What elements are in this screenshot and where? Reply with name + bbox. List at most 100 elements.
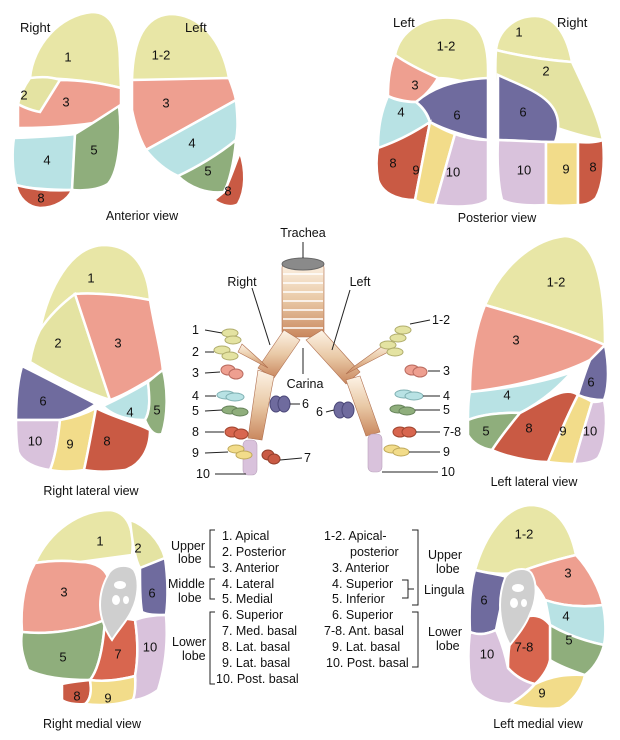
legend-left-item: 7-8. Ant. basal [324,624,404,638]
right-medial-label: 2 [134,540,141,555]
trachea-tube [281,257,325,338]
left-lateral-label: 6 [587,374,594,389]
right-medial-label: 1 [96,533,103,548]
left-medial-label: 4 [562,608,569,623]
bronchus-label: 7 [304,451,311,465]
anterior-left-label: 8 [224,183,231,198]
right-medial-label: 8 [73,688,80,703]
bronchus-label: 1-2 [432,313,450,327]
bronchus-label: 10 [196,467,210,481]
left-lateral-label: 4 [503,387,510,402]
bronchus-label: 6 [316,405,323,419]
legend-right-group-name: Middle [168,577,205,591]
bronchus-label: 9 [192,446,199,460]
legend-left-item: 9. Lat. basal [332,640,400,654]
legend-left-item: 10. Post. basal [326,656,409,670]
posterior-left-label: 8 [389,155,396,170]
right-lateral-seg5 [143,367,168,436]
left-lateral-seg10 [572,398,608,466]
posterior-right-label: 2 [542,63,549,78]
hilum-vessel [510,598,518,608]
bronchus-label: 7-8 [443,425,461,439]
left-lateral-label: 3 [512,332,519,347]
anterior-right-label: 1 [64,49,71,64]
bronchus-label: 5 [192,404,199,418]
bronchus-label: 3 [443,364,450,378]
legend-right-item: 2. Posterior [222,545,286,559]
left-medial-seg9 [506,673,587,711]
hilum-vessel [112,595,120,605]
posterior-left-label: 6 [453,107,460,122]
posterior-left-seg10 [433,132,490,208]
right-lateral-seg6 [14,364,99,422]
left-lateral-label: 10 [583,423,597,438]
hilum-vessel [114,581,126,589]
posterior-left-label: 9 [412,162,419,177]
left-medial-label: 6 [480,592,487,607]
anterior-left-label: 3 [162,95,169,110]
left-lateral-view [466,234,610,466]
legend-left-item: 6. Superior [332,608,393,622]
right-lateral-label: 10 [28,433,42,448]
right-medial-label: 5 [59,649,66,664]
right-upper-branch [237,343,269,369]
right-segment-rings [213,328,291,465]
left-medial-label: 7-8 [515,639,534,654]
bronchus-label: 9 [443,445,450,459]
posterior-right-label: 8 [589,159,596,174]
left-segment-rings [333,325,428,457]
posterior-right-label: 9 [562,161,569,176]
legend-right-item: 4. Lateral [222,577,274,591]
bronchial-tree [204,242,440,476]
right-lateral-label: 3 [114,335,121,350]
posterior-right-label: 6 [519,104,526,119]
right-medial-label: 9 [104,690,111,705]
posterior-left-label: 4 [397,104,404,119]
left-medial-seg5 [548,622,606,677]
legend-brackets [209,529,419,685]
anterior-right-label: 5 [90,142,97,157]
right-lateral-seg2 [28,291,112,402]
legend-left-upper-lobe: Upper [428,548,462,562]
right-medial-seg9 [81,674,137,707]
left-medial-hilum [498,568,537,647]
bronchus-label: 8 [192,425,199,439]
left-medial-label: 3 [564,565,571,580]
bronchus-label: 1 [192,323,199,337]
left-medial-caption: Left medial view [493,717,584,731]
legend-right-group-name: lobe [182,649,206,663]
left-lower-bronchus [345,375,381,437]
right-lateral-label: 5 [153,402,160,417]
legend-right-group-name: Lower [172,635,206,649]
legend-right-item: 10. Post. basal [216,672,299,686]
posterior-view [375,14,605,208]
posterior-caption: Posterior view [458,211,537,225]
right-medial-label: 6 [148,585,155,600]
bronchi-left-label: Left [350,275,371,289]
left-medial-label: 1-2 [515,526,534,541]
right-main-bronchus [257,329,301,379]
legend-right-group-name: lobe [178,591,202,605]
legend-left-item: 4. Superior [332,577,393,591]
anterior-left-label: 1-2 [152,47,171,62]
right-lateral-label: 6 [39,393,46,408]
right-lateral-label: 9 [66,436,73,451]
anterior-view [11,10,246,210]
legend-right-item: 1. Apical [222,529,269,543]
trachea-label: Trachea [280,226,325,240]
anterior-side-left: Left [185,20,207,35]
anterior-left-seg8 [211,148,246,208]
legend-left-item: 1-2. Apical- [324,529,387,543]
legend-right-item: 3. Anterior [222,561,279,575]
right-medial-label: 3 [60,584,67,599]
bronchus-label: 2 [192,345,199,359]
legend-left-item: posterior [350,545,399,559]
anterior-right-label: 3 [62,94,69,109]
right-lateral-label: 1 [87,270,94,285]
right-lateral-label: 8 [103,433,110,448]
right-lateral-seg8 [82,406,152,473]
left-lateral-caption: Left lateral view [491,475,579,489]
left-lateral-label: 9 [559,423,566,438]
right-medial-label: 7 [114,646,121,661]
